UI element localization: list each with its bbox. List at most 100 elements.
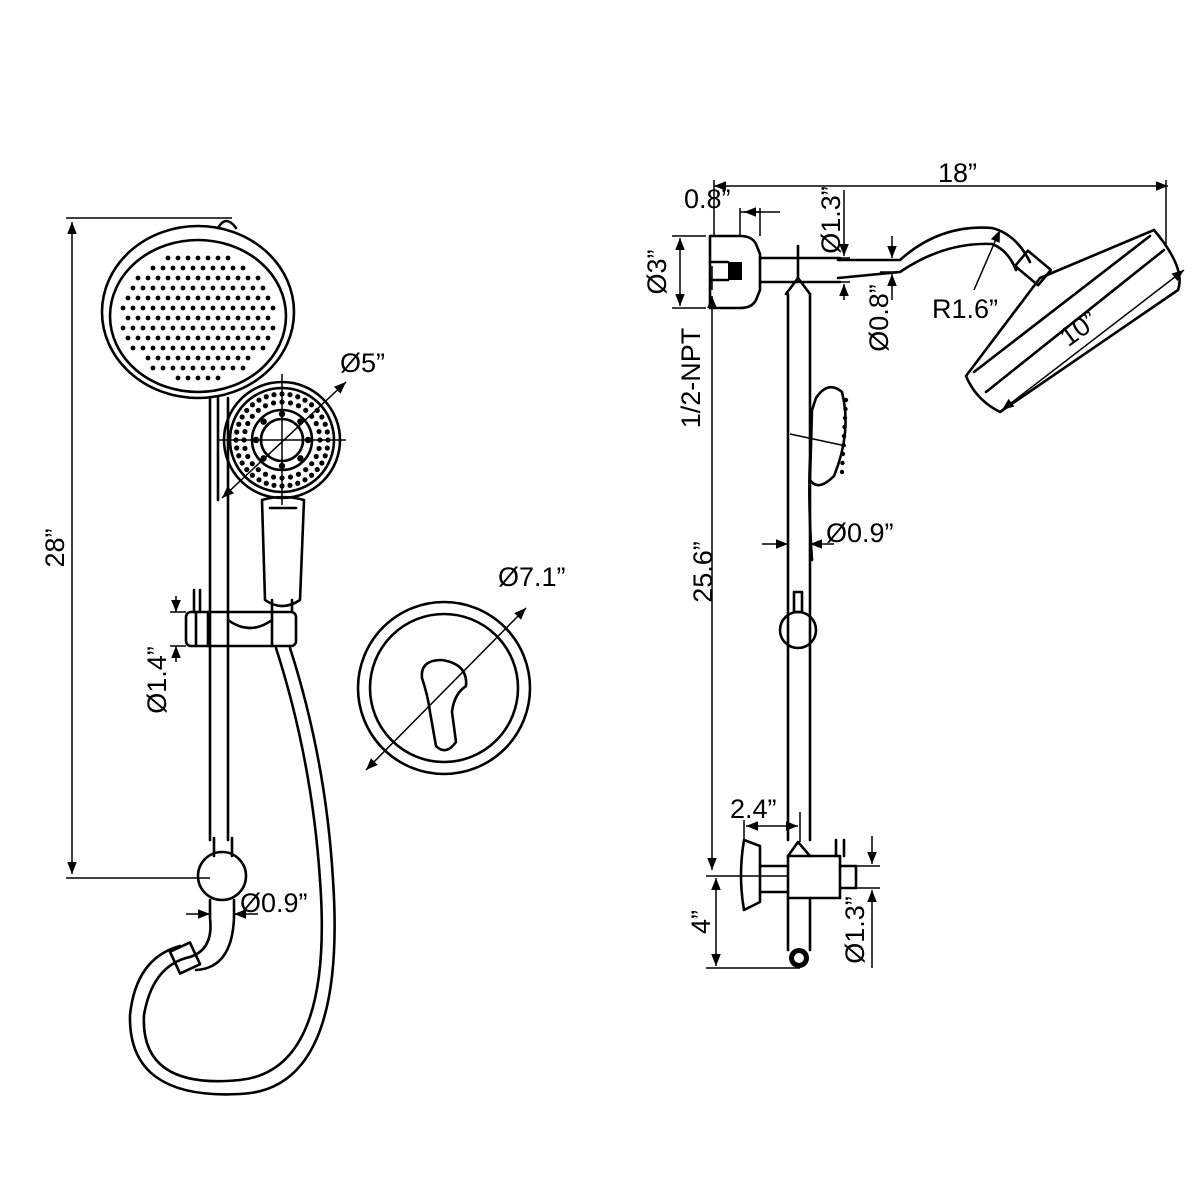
nozzle-dot <box>297 455 304 462</box>
nozzle-dot <box>215 255 221 261</box>
nozzle-dot <box>180 345 186 351</box>
nozzle-dot <box>125 335 131 341</box>
nozzle-dot <box>210 345 216 351</box>
shower-arm <box>758 226 1053 287</box>
nozzle-dot <box>240 265 246 271</box>
nozzle-dot <box>843 397 849 403</box>
nozzle-dot <box>170 305 176 311</box>
nozzle-dot <box>242 428 248 435</box>
nozzle-dot <box>215 375 221 381</box>
nozzle-dot <box>245 315 251 321</box>
nozzle-dot <box>185 255 191 261</box>
nozzle-dot <box>195 295 201 301</box>
bar-diameter-label: Ø0.9” <box>826 518 894 548</box>
nozzle-dot <box>250 345 256 351</box>
nozzle-dot <box>309 461 315 467</box>
nozzle-dot <box>190 265 196 271</box>
nozzle-dot <box>230 345 236 351</box>
nozzle-dot <box>245 335 251 341</box>
nozzle-dot <box>220 365 226 371</box>
nozzle-dot <box>165 255 171 261</box>
nozzle-dot <box>235 275 241 281</box>
nozzle-dot <box>841 442 846 448</box>
nozzle-dot <box>240 365 246 371</box>
nozzle-dot <box>322 453 328 459</box>
nozzle-dot <box>135 275 141 281</box>
nozzle-dot <box>843 406 848 412</box>
nozzle-dot <box>225 315 231 321</box>
nozzle-dot <box>165 275 171 281</box>
nozzle-dot <box>210 285 216 291</box>
nozzle-dot <box>220 285 226 291</box>
nozzle-dot <box>244 407 250 414</box>
nozzle-dot <box>245 420 251 427</box>
flange-diameter-label: Ø3” <box>642 249 672 294</box>
nozzle-dot <box>236 453 242 459</box>
handshower-diameter-label: Ø5” <box>340 348 385 378</box>
nozzle-dot <box>130 305 136 311</box>
nozzle-dot <box>175 335 181 341</box>
nozzle-dot <box>160 285 166 291</box>
nozzle-dot <box>220 265 226 271</box>
nozzle-dot <box>255 315 261 321</box>
hand-side-dots <box>839 397 849 475</box>
nozzle-dot <box>150 265 156 271</box>
nozzle-dot <box>220 345 226 351</box>
nozzle-dot <box>840 460 845 466</box>
nozzle-dot <box>185 275 191 281</box>
nozzle-dot <box>155 335 161 341</box>
slider-diameter-label: Ø1.4” <box>142 646 172 714</box>
nozzle-dot <box>180 285 186 291</box>
nozzle-dot <box>316 445 322 452</box>
nozzle-dot <box>260 325 266 331</box>
nozzle-dot <box>262 471 269 477</box>
nozzle-dot <box>215 315 221 321</box>
nozzle-dot <box>316 428 322 435</box>
nozzle-dot <box>205 295 211 301</box>
riser-bar <box>778 244 818 842</box>
nozzle-dot <box>244 466 250 473</box>
nozzle-dot <box>205 315 211 321</box>
nozzle-dot <box>170 365 176 371</box>
nozzle-dot <box>165 355 171 361</box>
valve-trim-diameter-label: Ø7.1” <box>498 562 566 592</box>
nozzle-dot <box>120 305 126 311</box>
arm-length-label: 18” <box>938 158 977 188</box>
nozzle-dot <box>180 325 186 331</box>
nozzle-dot <box>195 355 201 361</box>
nozzle-dot <box>239 460 245 466</box>
nozzle-dot <box>240 285 246 291</box>
bar-height-label: 25.6” <box>688 541 718 603</box>
nozzle-dot <box>175 275 181 281</box>
bottom-diameter-label: Ø1.3” <box>840 896 870 964</box>
nozzle-dot <box>256 477 262 483</box>
nozzle-dot <box>195 375 201 381</box>
nozzle-dot <box>195 335 201 341</box>
nozzle-dot <box>265 295 271 301</box>
nozzle-dot <box>145 295 151 301</box>
nozzle-dot <box>140 305 146 311</box>
nozzle-dot <box>250 285 256 291</box>
nozzle-dot <box>236 421 242 427</box>
nozzle-dot <box>210 265 216 271</box>
nozzle-dot <box>225 355 231 361</box>
nozzle-dot <box>205 255 211 261</box>
nozzle-dot <box>230 265 236 271</box>
nozzle-dot <box>135 295 141 301</box>
slide-bar <box>208 396 230 842</box>
nozzle-dot <box>125 315 131 321</box>
arm-diameter-label: Ø1.3” <box>816 186 846 254</box>
nozzle-dot <box>190 305 196 311</box>
nozzle-dot <box>160 345 166 351</box>
nozzle-dot <box>180 305 186 311</box>
nozzle-dot <box>190 285 196 291</box>
nozzle-dot <box>242 445 248 452</box>
nozzle-dot <box>245 295 251 301</box>
nozzle-dot <box>302 397 308 403</box>
nozzle-dot <box>175 255 181 261</box>
nozzle-dot <box>170 285 176 291</box>
nozzle-dot <box>185 335 191 341</box>
nozzle-dot <box>120 325 126 331</box>
nozzle-dot <box>150 305 156 311</box>
nozzle-dot <box>170 265 176 271</box>
